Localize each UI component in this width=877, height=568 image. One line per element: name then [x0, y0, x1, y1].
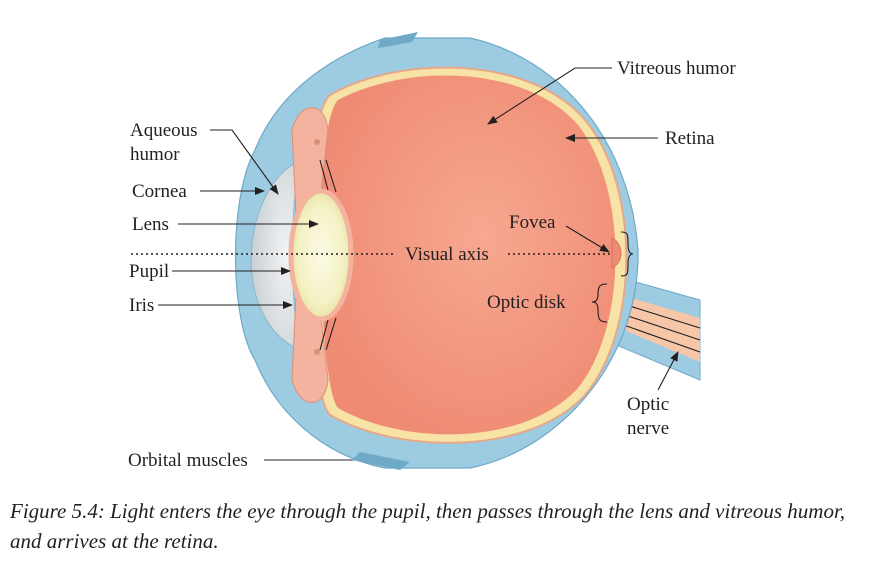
- label-aqueous-humor-2: humor: [130, 144, 180, 165]
- orbital-muscle-top: [378, 32, 418, 48]
- lens: [288, 188, 354, 322]
- caption-label: Figure 5.4:: [10, 499, 105, 523]
- ciliary-dot-upper: [314, 139, 320, 145]
- vitreous-body: [320, 75, 616, 435]
- label-lens: Lens: [132, 214, 169, 235]
- label-vitreous-humor: Vitreous humor: [617, 58, 736, 79]
- orbital-muscle-bottom: [352, 452, 410, 470]
- optic-disk-bracket: [591, 283, 608, 323]
- eye-anatomy-diagram: Vitreous humor Retina Aqueous humor Corn…: [128, 32, 736, 471]
- label-aqueous-humor-1: Aqueous: [130, 120, 198, 141]
- label-iris: Iris: [129, 295, 154, 316]
- ciliary-dot-lower: [314, 349, 320, 355]
- label-optic-nerve-2: nerve: [627, 418, 669, 439]
- label-retina: Retina: [665, 128, 715, 149]
- figure-caption: Figure 5.4: Light enters the eye through…: [10, 496, 872, 556]
- label-optic-nerve-1: Optic: [627, 394, 669, 415]
- caption-text: Light enters the eye through the pupil, …: [10, 499, 846, 553]
- fovea-bump: [611, 237, 622, 269]
- fovea-bracket: [620, 231, 634, 277]
- label-pupil: Pupil: [129, 261, 169, 282]
- label-visual-axis: Visual axis: [405, 244, 489, 265]
- label-orbital-muscles: Orbital muscles: [128, 450, 248, 471]
- label-cornea: Cornea: [132, 181, 187, 202]
- label-fovea: Fovea: [509, 212, 556, 233]
- label-optic-disk: Optic disk: [487, 292, 566, 313]
